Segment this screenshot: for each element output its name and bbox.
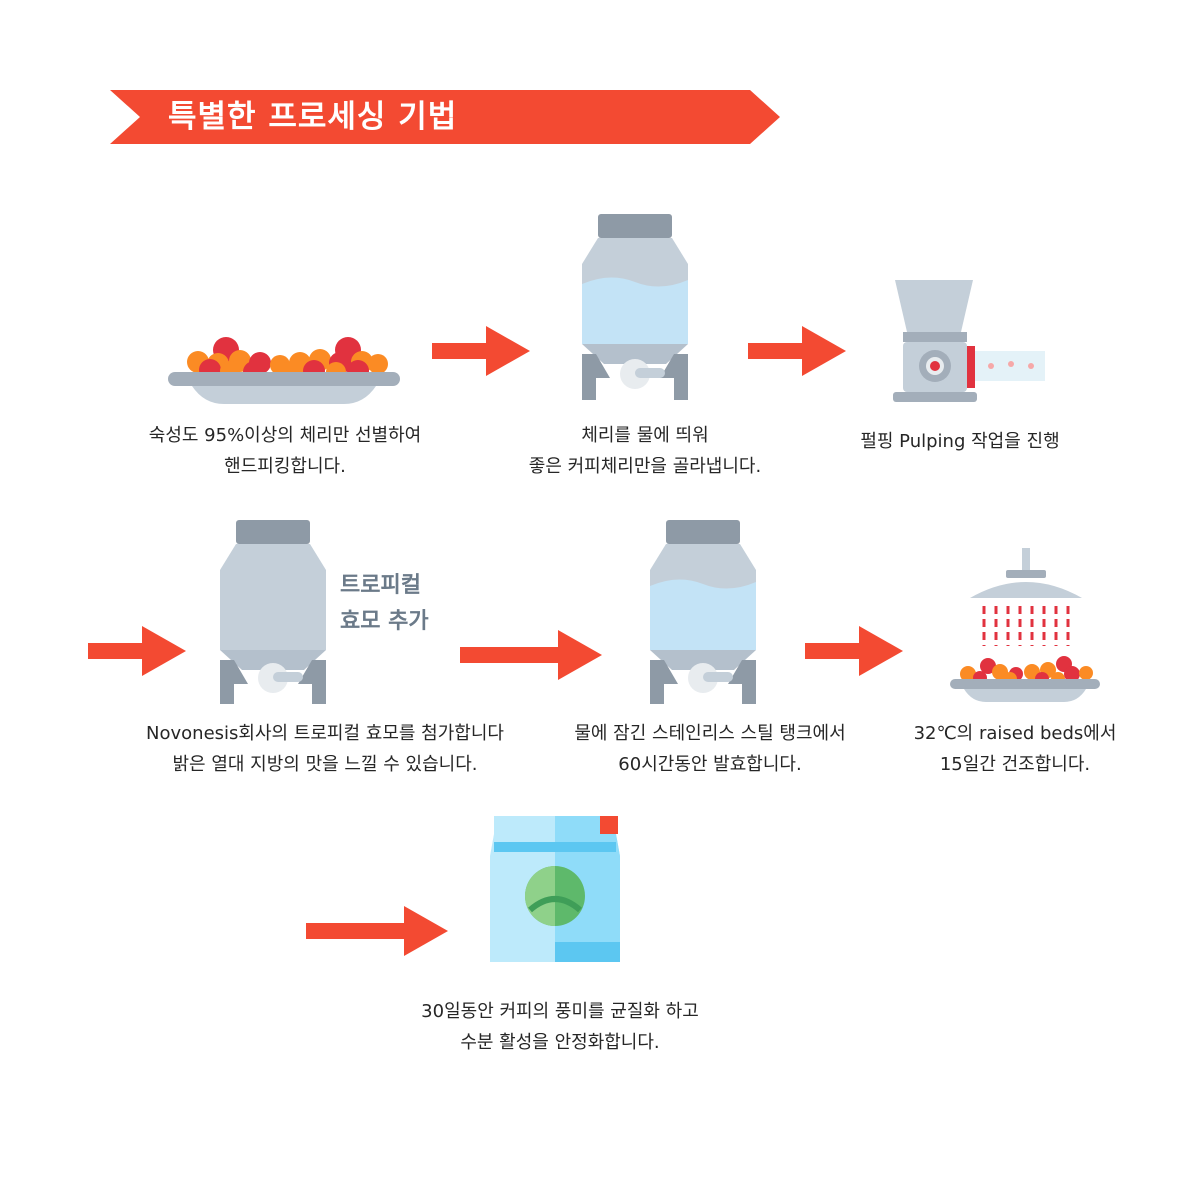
yeast-tank-icon (220, 520, 326, 704)
water-tank-icon (582, 214, 688, 400)
step-1-caption: 숙성도 95%이상의 체리만 선별하여 핸드피킹합니다. (148, 425, 422, 477)
page-title: 특별한 프로세싱 기법 (168, 99, 458, 135)
arrow-3 (88, 626, 186, 676)
step-6-caption: 32℃의 raised beds에서 15일간 건조합니다. (913, 723, 1117, 775)
pulping-machine-icon (893, 280, 1045, 402)
step-7-caption: 30일동안 커피의 풍미를 균질화 하고 수분 활성을 안정화합니다. (421, 1001, 699, 1053)
yeast-side-label: 트로피컬 효모 추가 (340, 573, 429, 634)
title-banner (110, 90, 780, 144)
step-3-caption: 펄핑 Pulping 작업을 진행 (860, 431, 1060, 452)
step-2-caption: 체리를 물에 띄워 좋은 커피체리만을 골라냅니다. (528, 425, 762, 477)
arrow-6 (306, 906, 448, 956)
arrow-5 (805, 626, 903, 676)
step-4-caption: Novonesis회사의 트로피컬 효모를 첨가합니다 밝은 열대 지방의 맛을… (146, 723, 504, 775)
arrow-4 (460, 630, 602, 680)
step-5-caption: 물에 잠긴 스테인리스 스틸 탱크에서 60시간동안 발효합니다. (574, 723, 846, 775)
cherry-tray-icon (168, 337, 400, 404)
raised-bed-drying-icon (950, 548, 1100, 702)
arrow-2 (748, 326, 846, 376)
fermentation-tank-icon (650, 520, 756, 704)
coffee-bag-icon (490, 816, 620, 962)
arrow-1 (432, 326, 530, 376)
